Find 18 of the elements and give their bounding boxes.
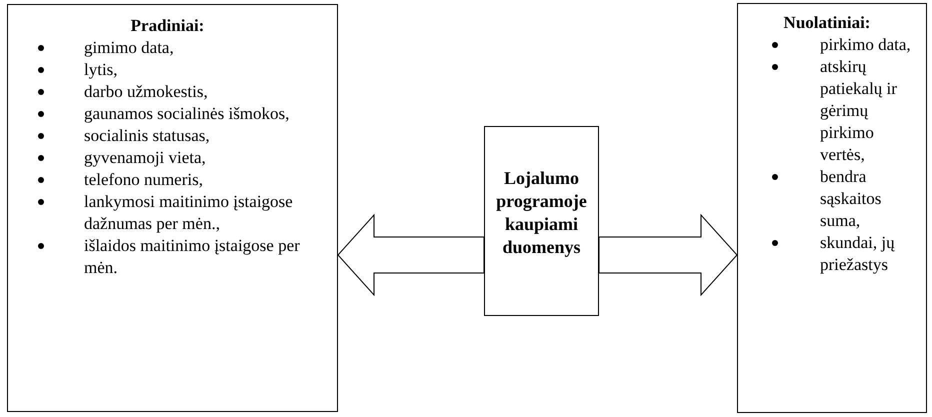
list-heading: Nuolatiniai: (782, 12, 872, 34)
list-item: socialinis statusas, (8, 125, 327, 147)
process-box (484, 126, 599, 316)
list-item: darbo užmokestis, (8, 81, 327, 103)
list-item: išlaidos maitinimo įstaigose per mėn. (8, 235, 327, 279)
block-arrow (337, 214, 484, 296)
list-item: telefono numeris, (8, 169, 327, 191)
list-box (737, 3, 927, 413)
list-item: gimimo data, (8, 37, 327, 59)
list-item: gaunamos socialinės išmokos, (8, 103, 327, 125)
list-item: skundai, jų priežastys (738, 232, 916, 276)
list-item: gyvenamoji vieta, (8, 147, 327, 169)
list-box (7, 4, 338, 412)
box-title: Lojalumo programoje kaupiami duomenys (495, 167, 588, 259)
list-heading: Pradiniai: (130, 15, 206, 37)
list-item: lytis, (8, 59, 327, 81)
list-item: pirkimo data, (738, 34, 916, 56)
block-arrow (598, 214, 738, 296)
